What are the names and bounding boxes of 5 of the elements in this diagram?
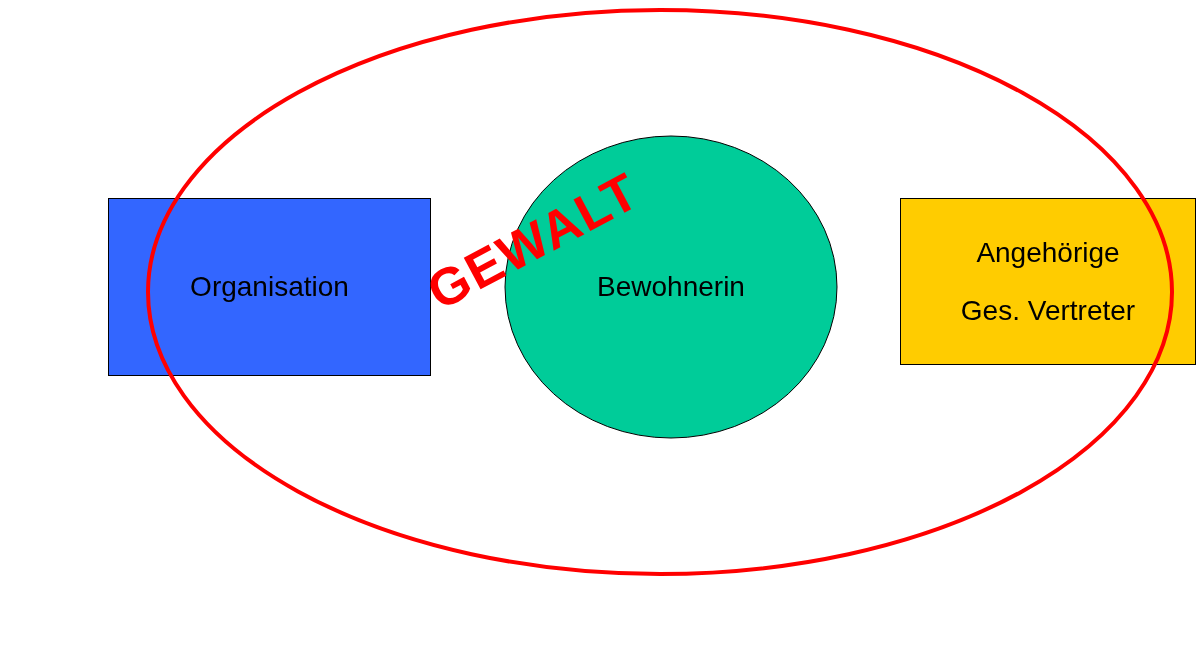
- process-box: [900, 198, 1196, 365]
- node-label: Ges. Vertreter: [960, 296, 1136, 325]
- node-label: Organisation: [190, 273, 349, 301]
- process-box: [108, 198, 431, 376]
- node-label: Angehörige: [976, 238, 1120, 267]
